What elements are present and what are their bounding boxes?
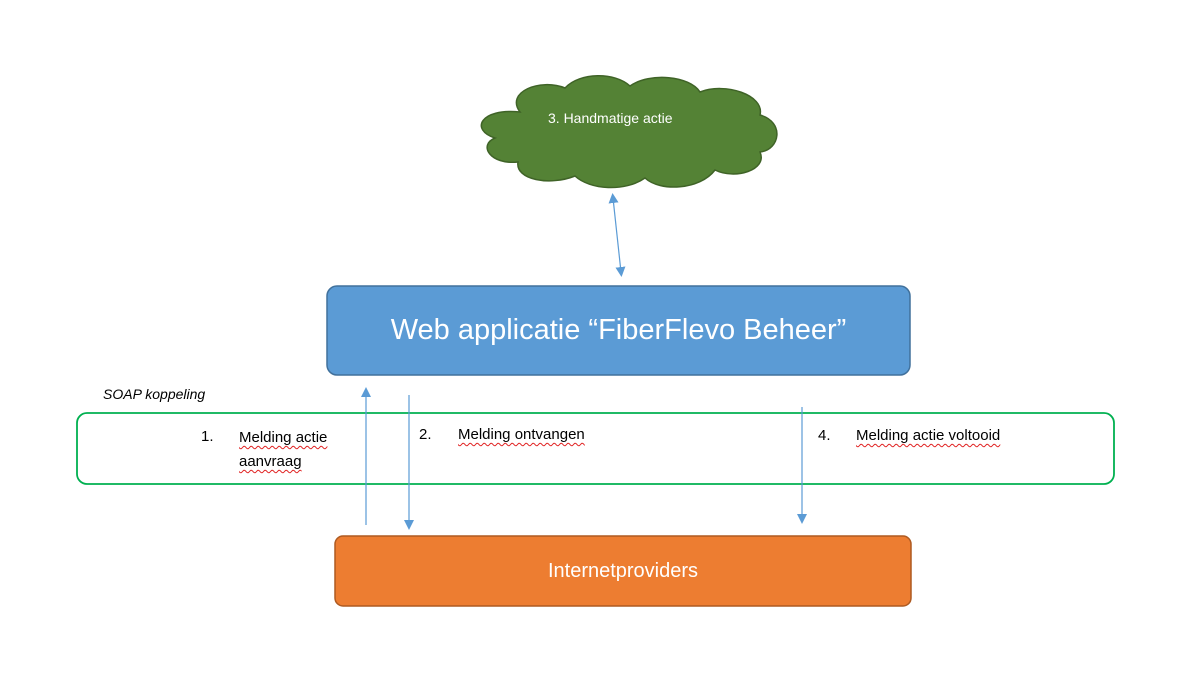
cloud-shape xyxy=(480,75,778,189)
providers-label: Internetproviders xyxy=(335,536,911,606)
soap-label: SOAP koppeling xyxy=(103,386,206,402)
arrow-cloud-webapp xyxy=(608,193,626,277)
step-4-number: 4. xyxy=(818,427,831,444)
web-app-box xyxy=(326,285,911,376)
web-app-title: Web applicatie “FiberFlevo Beheer” xyxy=(390,314,847,346)
soap-container xyxy=(76,412,1115,485)
cloud-label: 3. Handmatige actie xyxy=(548,110,673,126)
step-4-label: Melding actie voltooid xyxy=(856,427,1001,444)
providers-title: Internetproviders xyxy=(547,559,699,582)
step-2-number: 2. xyxy=(419,426,432,443)
providers-box xyxy=(334,535,912,607)
step-2-label: Melding ontvangen xyxy=(458,426,585,443)
step-1-label-line1: Melding actie xyxy=(239,429,328,446)
step-1-label-line2: aanvraag xyxy=(239,453,302,470)
step-1-number: 1. xyxy=(201,428,214,445)
web-app-label: Web applicatie “FiberFlevo Beheer” xyxy=(327,286,910,375)
